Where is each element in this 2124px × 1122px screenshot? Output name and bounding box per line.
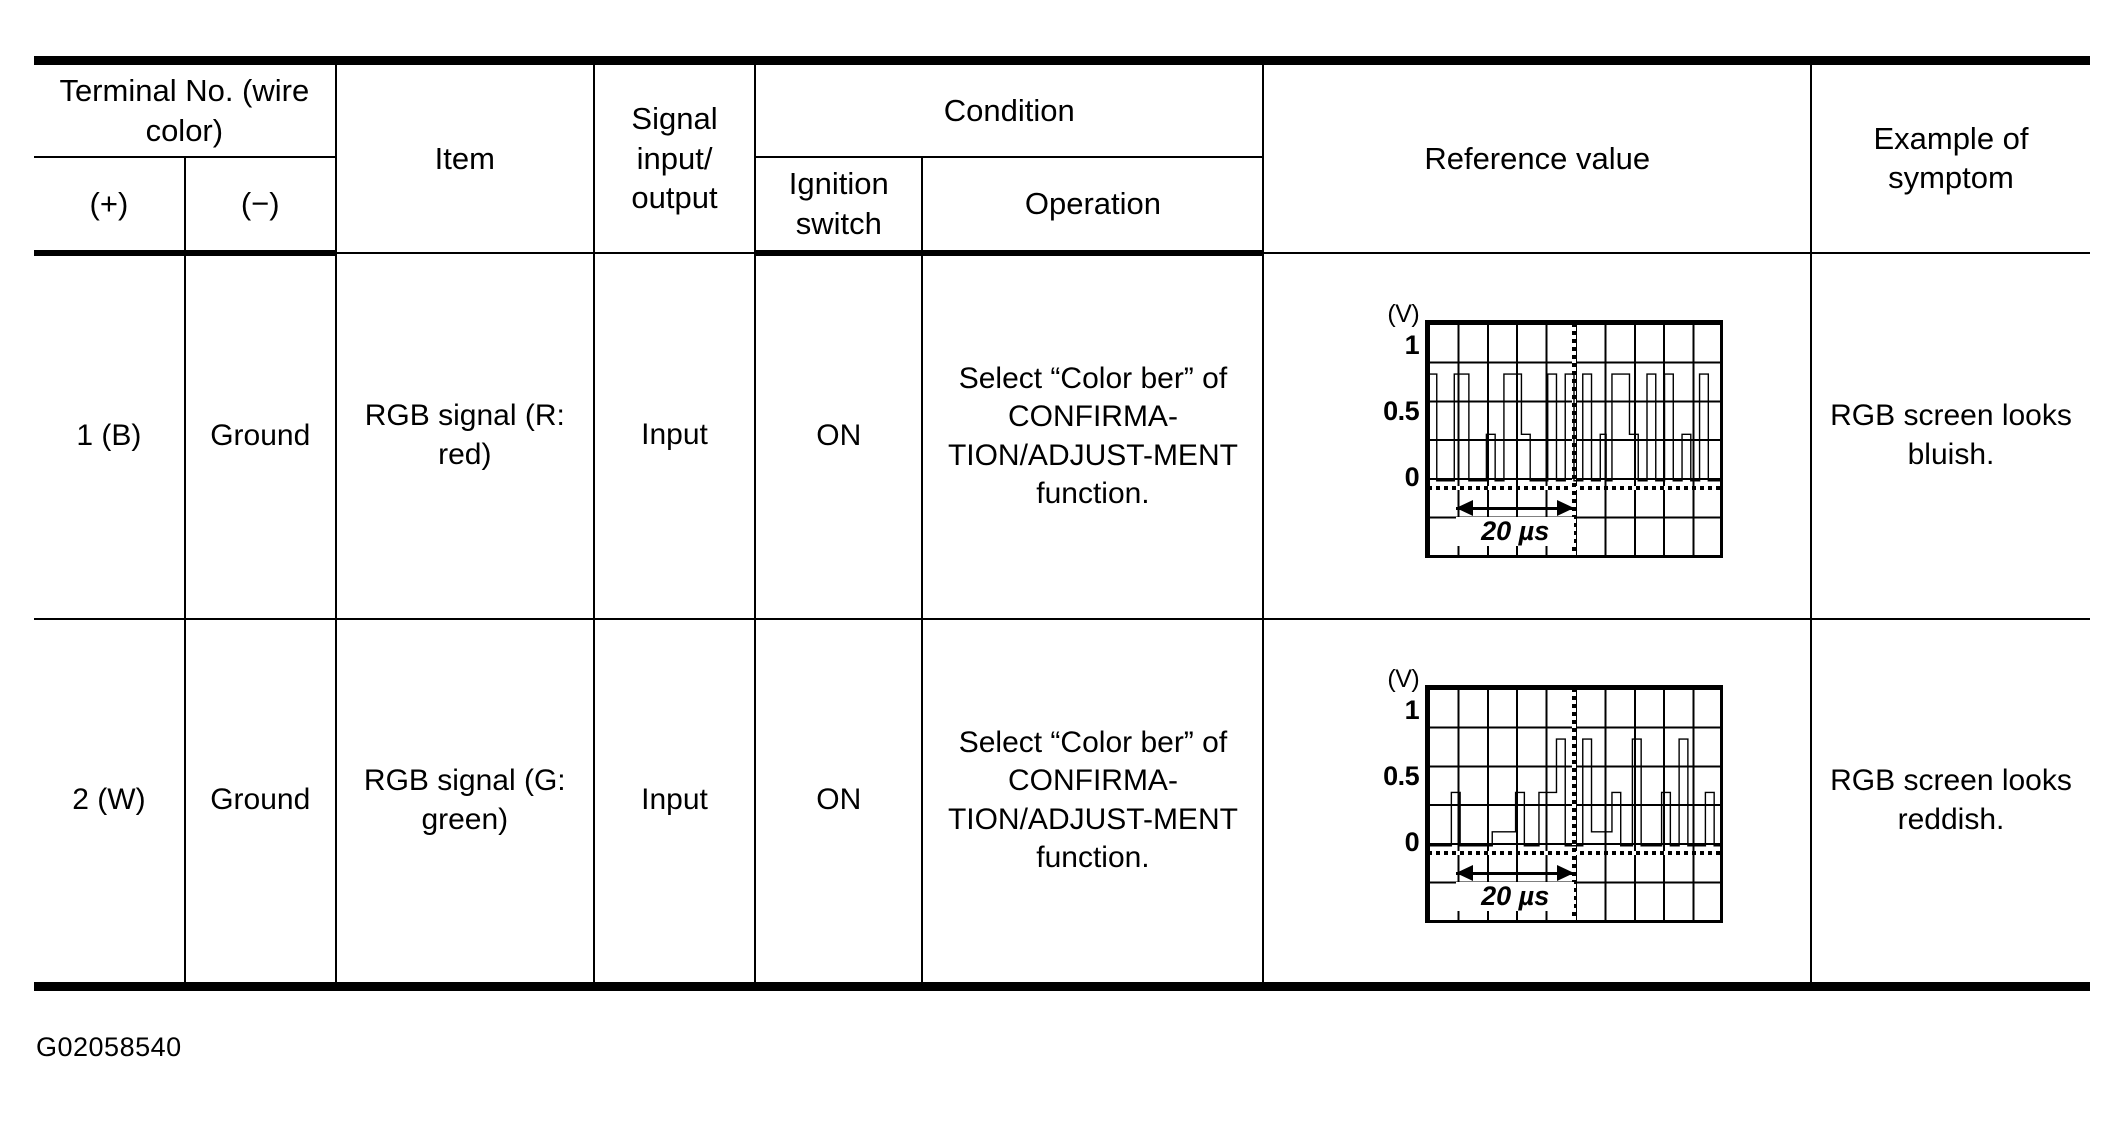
header-reference-value: Reference value [1262,55,1812,254]
timebase-arrow-right-icon [1557,499,1575,516]
scope-ytick-1: 1 [1404,694,1420,725]
timebase-label: 20 µs [1456,516,1575,547]
cell-signal-io: Input [592,617,757,991]
cell-item: RGB signal (G: green) [334,617,595,991]
header-terminal-minus: (−) [183,156,337,256]
header-condition: Condition [754,56,1265,159]
timebase-line [1456,871,1575,875]
cell-item: RGB signal (R: red) [334,251,595,620]
scope-trigger-line [1572,687,1577,920]
terminal-spec-table: Terminal No. (wire color) Item Signal in… [34,55,2090,991]
header-signal-input-output: Signal input/ output [592,55,757,254]
cell-terminal-minus: Ground [183,251,337,620]
cell-operation: Select “Color ber” of CONFIRMA-TION/ADJU… [921,617,1265,991]
scope-ytick-0: 0 [1404,826,1420,857]
oscilloscope-figure: (V) 1 0.5 0 [1351,665,1724,935]
scope-grid: 20 µs [1425,319,1724,558]
timebase-arrow-left-icon [1456,864,1474,881]
cell-terminal-minus: Ground [183,617,337,991]
waveform-trace-g [1428,739,1720,846]
waveform-trace-r [1428,374,1720,481]
timebase-label: 20 µs [1456,881,1575,912]
timebase-line [1456,506,1575,510]
cell-operation: Select “Color ber” of CONFIRMA-TION/ADJU… [921,251,1265,620]
cell-symptom: RGB screen looks reddish. [1809,617,2090,991]
cell-terminal-plus: 1 (B) [34,251,186,620]
header-item: Item [334,55,595,254]
figure-code: G02058540 [36,1032,182,1062]
header-row-top: Terminal No. (wire color) Item Signal in… [34,55,2090,254]
cell-ignition-switch: ON [754,251,924,620]
cell-symptom: RGB screen looks bluish. [1809,251,2090,620]
header-operation: Operation [921,156,1264,256]
header-row-sub: (+) (−) Ignition switch Operation [34,156,2090,256]
scope-timebase-marker: 20 µs [1456,499,1575,555]
cell-reference-value: (V) 1 0.5 0 [1262,251,1812,620]
scope-ytick-05: 0.5 [1383,760,1420,791]
header-ignition-switch: Ignition switch [754,156,924,256]
table-row: 1 (B) Ground RGB signal (R: red) Input O… [34,251,2090,620]
scope-timebase-marker: 20 µs [1456,864,1575,920]
table-row: 2 (W) Ground RGB signal (G: green) Input… [34,617,2090,991]
scope-grid: 20 µs [1425,684,1724,923]
cell-terminal-plus: 2 (W) [34,617,186,991]
header-example-of-symptom: Example of symptom [1809,55,2090,254]
oscilloscope-figure: (V) 1 0.5 0 [1351,300,1724,570]
cell-ignition-switch: ON [754,617,924,991]
timebase-arrow-right-icon [1557,864,1575,881]
scope-waveform [1428,688,1720,920]
scope-unit-label: (V) [1387,664,1420,693]
scope-ytick-05: 0.5 [1383,395,1420,426]
scope-ytick-0: 0 [1404,461,1420,492]
cell-signal-io: Input [592,251,757,620]
scope-unit-label: (V) [1387,299,1420,328]
scope-ytick-1: 1 [1404,329,1420,360]
header-terminal-plus: (+) [34,156,186,256]
scope-y-axis: (V) 1 0.5 0 [1351,665,1423,935]
cell-reference-value: (V) 1 0.5 0 [1262,617,1812,991]
timebase-arrow-left-icon [1456,499,1474,516]
scope-waveform [1428,323,1720,555]
scope-y-axis: (V) 1 0.5 0 [1351,300,1423,570]
header-terminal-no: Terminal No. (wire color) [34,56,337,159]
